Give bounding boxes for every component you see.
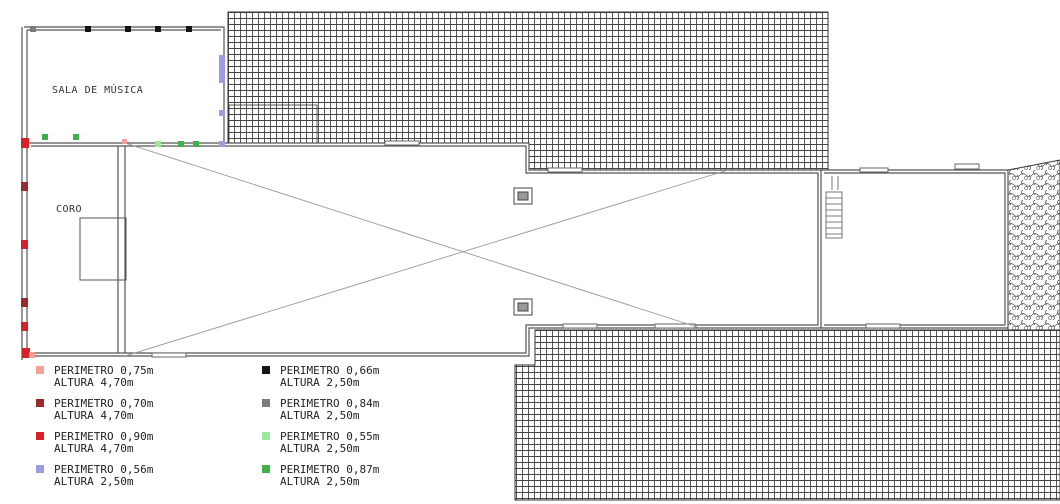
legend-height: ALTURA 2,50m: [54, 475, 134, 488]
choir-platform: [79, 217, 127, 281]
legend-perimeter: PERIMETRO 0,55m: [280, 430, 380, 443]
legend-height: ALTURA 2,50m: [280, 376, 360, 389]
legend-swatch: [36, 399, 44, 407]
stairs: [825, 176, 843, 239]
legend-perimeter: PERIMETRO 0,75m: [54, 364, 154, 377]
legend-height: ALTURA 2,50m: [280, 475, 360, 488]
legend-swatch: [262, 432, 270, 440]
legend-perimeter: PERIMETRO 0,70m: [54, 397, 154, 410]
legend-perimeter: PERIMETRO 0,90m: [54, 430, 154, 443]
legend-swatch: [262, 366, 270, 374]
roof-upper-corner: [228, 104, 318, 144]
legend-swatch: [36, 366, 44, 374]
legend-perimeter: PERIMETRO 0,56m: [54, 463, 154, 476]
legend-swatch: [36, 432, 44, 440]
stone-wall-right: [1007, 159, 1060, 331]
nave-diagonals: [124, 142, 729, 357]
legend-swatch: [262, 465, 270, 473]
windows: [151, 140, 980, 358]
legend-height: ALTURA 4,70m: [54, 409, 134, 422]
legend-perimeter: PERIMETRO 0,66m: [280, 364, 380, 377]
legend-perimeter: PERIMETRO 0,84m: [280, 397, 380, 410]
legend-swatch: [36, 465, 44, 473]
legend-height: ALTURA 2,50m: [280, 442, 360, 455]
legend-height: ALTURA 4,70m: [54, 442, 134, 455]
sensor-markers: [21, 26, 225, 358]
room-label-choir: CORO: [56, 204, 82, 215]
roof-lower: [514, 329, 1060, 501]
legend-perimeter: PERIMETRO 0,87m: [280, 463, 380, 476]
legend-swatch: [262, 399, 270, 407]
room-label-music: SALA DE MÚSICA: [52, 83, 143, 96]
legend-height: ALTURA 4,70m: [54, 376, 134, 389]
legend-height: ALTURA 2,50m: [280, 409, 360, 422]
pillars: [513, 187, 533, 316]
